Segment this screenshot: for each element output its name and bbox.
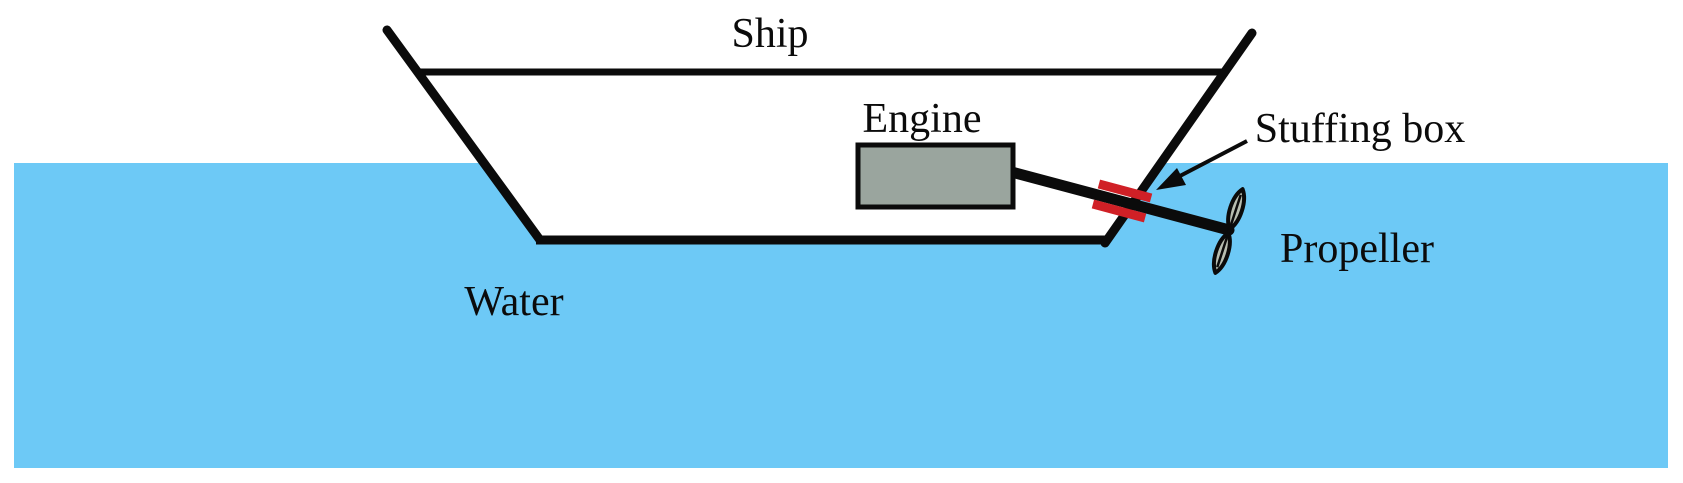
propeller-icon (1212, 187, 1246, 275)
label-water: Water (464, 279, 563, 325)
label-stuffing-box: Stuffing box (1255, 106, 1465, 152)
stuffing-box-seal-upper (1097, 179, 1153, 203)
engine-block (855, 142, 1016, 210)
stuffing-box-arrow (1156, 139, 1248, 190)
propeller-blade-vein (1216, 194, 1242, 268)
stuffing-box-seal (1091, 179, 1153, 223)
ship-hull-interior (418, 72, 1225, 240)
stuffing-box-arrowhead (1156, 168, 1186, 190)
stuffing-box-seal-lower (1091, 199, 1147, 223)
stuffing-box-arrow-line (1177, 139, 1248, 179)
propeller-shaft (1002, 165, 1235, 236)
label-engine: Engine (863, 96, 982, 142)
label-propeller: Propeller (1280, 226, 1434, 272)
bow-line (382, 25, 545, 245)
label-ship: Ship (731, 11, 808, 57)
